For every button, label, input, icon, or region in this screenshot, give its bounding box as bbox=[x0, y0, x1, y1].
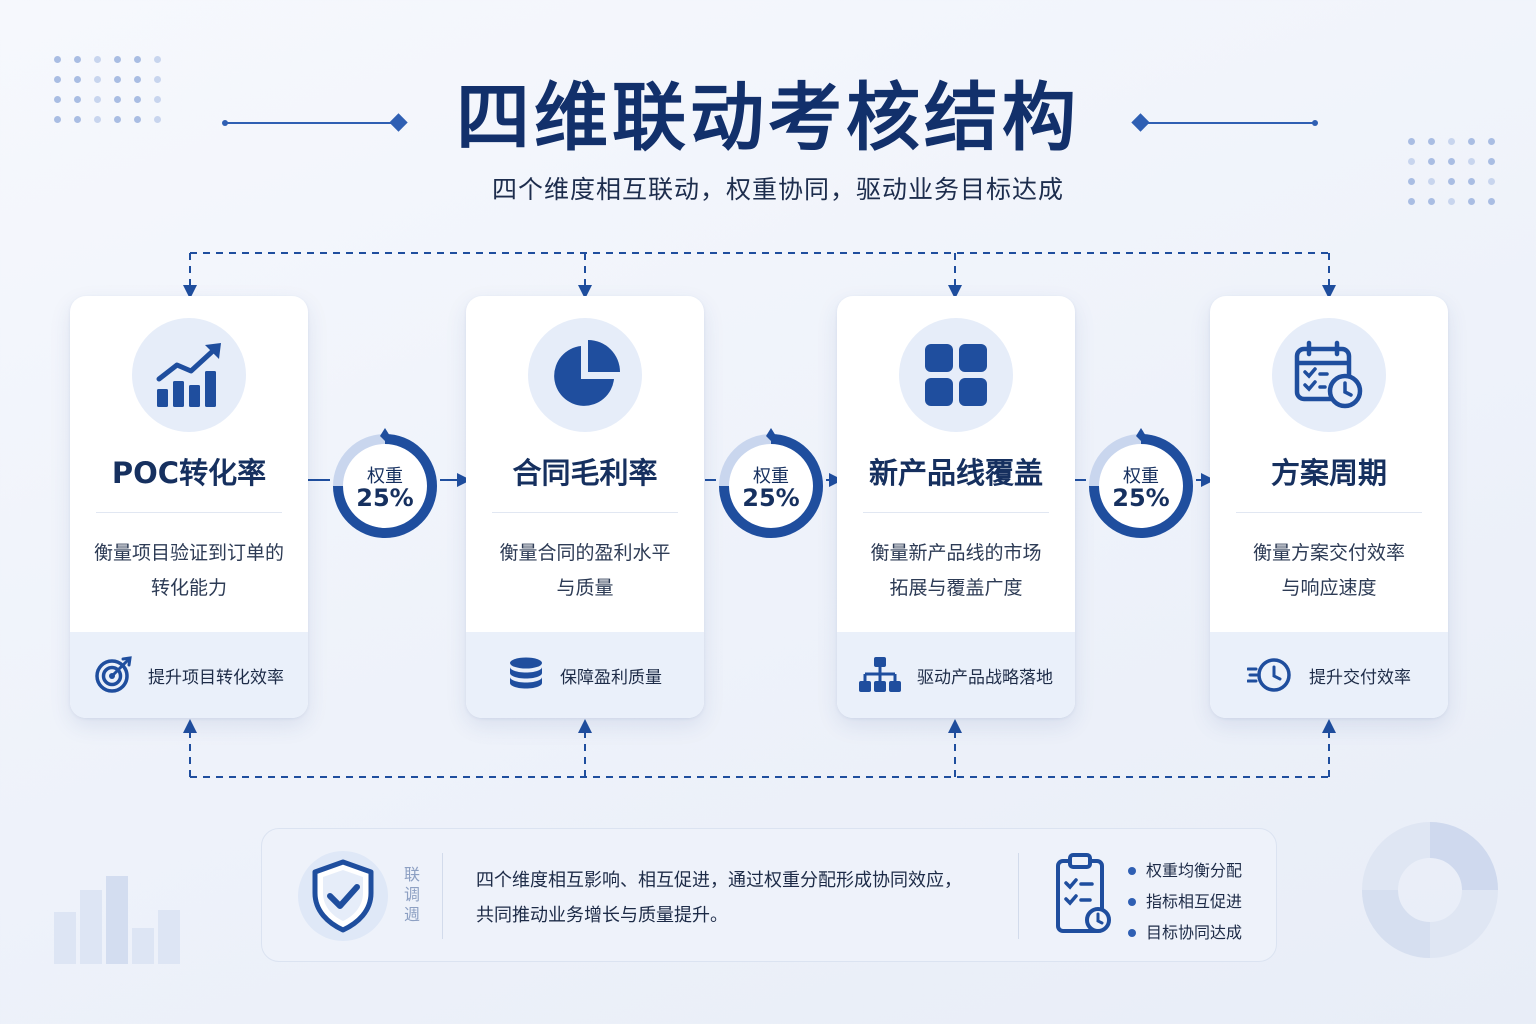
vertical-label: 联 调 週 bbox=[401, 865, 423, 925]
card-footer-text: 提升项目转化效率 bbox=[148, 667, 284, 688]
card-new-product-coverage: 新产品线覆盖 衡量新产品线的市场 拓展与覆盖广度 驱动产品战略落地 bbox=[837, 296, 1075, 718]
card-desc-line: 衡量项目验证到订单的 bbox=[93, 542, 284, 564]
card-desc-line: 衡量新产品线的市场 bbox=[870, 542, 1042, 564]
clipboard-checklist-icon bbox=[1056, 853, 1111, 933]
card-footer: 提升交付效率 bbox=[1210, 632, 1448, 718]
weight-value: 25% bbox=[1112, 484, 1170, 512]
summary-text-line: 共同推动业务增长与质量提升。 bbox=[476, 905, 728, 926]
decorative-bar-chart bbox=[54, 876, 180, 964]
title-line-end bbox=[222, 120, 228, 126]
fast-clock-icon bbox=[1247, 658, 1291, 692]
card-poc-conversion: POC转化率 衡量项目验证到订单的 转化能力 提升项目转化效率 bbox=[70, 296, 308, 718]
card-solution-cycle: 方案周期 衡量方案交付效率 与响应速度 提升交付效率 bbox=[1210, 296, 1448, 718]
card-desc-line: 转化能力 bbox=[150, 577, 227, 599]
org-tree-icon bbox=[859, 657, 901, 692]
vertical-label-char: 联 bbox=[403, 865, 420, 884]
weight-ring: 权重 25% bbox=[716, 426, 826, 542]
card-description: 衡量合同的盈利水平 与质量 bbox=[480, 536, 690, 606]
card-contract-margin: 合同毛利率 衡量合同的盈利水平 与质量 保障盈利质量 bbox=[466, 296, 704, 718]
panel-divider bbox=[442, 853, 443, 939]
page-subtitle: 四个维度相互联动，权重协同，驱动业务目标达成 bbox=[491, 175, 1064, 204]
calendar-clock-icon bbox=[1272, 318, 1386, 432]
title-line-end bbox=[1312, 120, 1318, 126]
list-item: 目标协同达成 bbox=[1128, 917, 1242, 948]
list-item: 权重均衡分配 bbox=[1128, 855, 1242, 886]
card-divider bbox=[492, 512, 678, 513]
weight-value: 25% bbox=[356, 484, 414, 512]
page-title: 四维联动考核结构 bbox=[456, 75, 1080, 161]
card-desc-line: 衡量方案交付效率 bbox=[1252, 542, 1405, 564]
card-title: 方案周期 bbox=[1270, 456, 1387, 490]
card-description: 衡量项目验证到订单的 转化能力 bbox=[84, 536, 294, 606]
database-icon bbox=[510, 657, 542, 689]
card-footer-text: 驱动产品战略落地 bbox=[917, 667, 1053, 688]
decorative-dot-grid bbox=[1408, 138, 1495, 205]
card-footer-text: 保障盈利质量 bbox=[560, 667, 662, 688]
card-title: POC转化率 bbox=[111, 456, 267, 490]
card-footer-text: 提升交付效率 bbox=[1309, 667, 1411, 688]
vertical-label-char: 週 bbox=[403, 905, 420, 924]
card-footer: 提升项目转化效率 bbox=[70, 632, 308, 718]
title-left-line bbox=[226, 122, 394, 124]
shield-check-icon bbox=[298, 851, 388, 941]
decorative-dot-grid bbox=[54, 56, 161, 123]
list-item: 指标相互促进 bbox=[1128, 886, 1242, 917]
title-right-line bbox=[1148, 122, 1316, 124]
progress-ring-icon bbox=[719, 428, 823, 538]
summary-text: 四个维度相互影响、相互促进，通过权重分配形成协同效应， 共同推动业务增长与质量提… bbox=[476, 863, 1006, 933]
weight-value: 25% bbox=[742, 484, 800, 512]
target-icon bbox=[95, 656, 132, 693]
progress-ring-icon bbox=[1089, 428, 1193, 538]
summary-text-line: 四个维度相互影响、相互促进，通过权重分配形成协同效应， bbox=[476, 870, 962, 891]
decorative-donut-chart bbox=[1362, 822, 1498, 958]
summary-panel: 联 调 週 四个维度相互影响、相互促进，通过权重分配形成协同效应， 共同推动业务… bbox=[261, 828, 1277, 962]
card-description: 衡量新产品线的市场 拓展与覆盖广度 bbox=[851, 536, 1061, 606]
grid-apps-icon bbox=[899, 318, 1013, 432]
card-desc-line: 与响应速度 bbox=[1281, 577, 1377, 599]
pie-chart-icon bbox=[528, 318, 642, 432]
card-footer: 驱动产品战略落地 bbox=[837, 632, 1075, 718]
progress-ring-icon bbox=[333, 428, 437, 538]
weight-label: 权重 bbox=[367, 466, 403, 487]
card-divider bbox=[1236, 512, 1422, 513]
card-footer: 保障盈利质量 bbox=[466, 632, 704, 718]
panel-divider bbox=[1018, 853, 1019, 939]
summary-list: 权重均衡分配 指标相互促进 目标协同达成 bbox=[1128, 855, 1242, 948]
card-divider bbox=[863, 512, 1049, 513]
card-desc-line: 拓展与覆盖广度 bbox=[889, 577, 1023, 599]
weight-label: 权重 bbox=[1123, 466, 1159, 487]
card-title: 合同毛利率 bbox=[512, 456, 658, 490]
card-desc-line: 衡量合同的盈利水平 bbox=[499, 542, 671, 564]
vertical-label-char: 调 bbox=[403, 885, 420, 904]
weight-label: 权重 bbox=[753, 466, 789, 487]
weight-ring: 权重 25% bbox=[1086, 426, 1196, 542]
weight-ring: 权重 25% bbox=[330, 426, 440, 542]
card-divider bbox=[96, 512, 282, 513]
card-title: 新产品线覆盖 bbox=[868, 456, 1043, 490]
trend-chart-icon bbox=[132, 318, 246, 432]
card-desc-line: 与质量 bbox=[556, 577, 614, 599]
card-description: 衡量方案交付效率 与响应速度 bbox=[1224, 536, 1434, 606]
